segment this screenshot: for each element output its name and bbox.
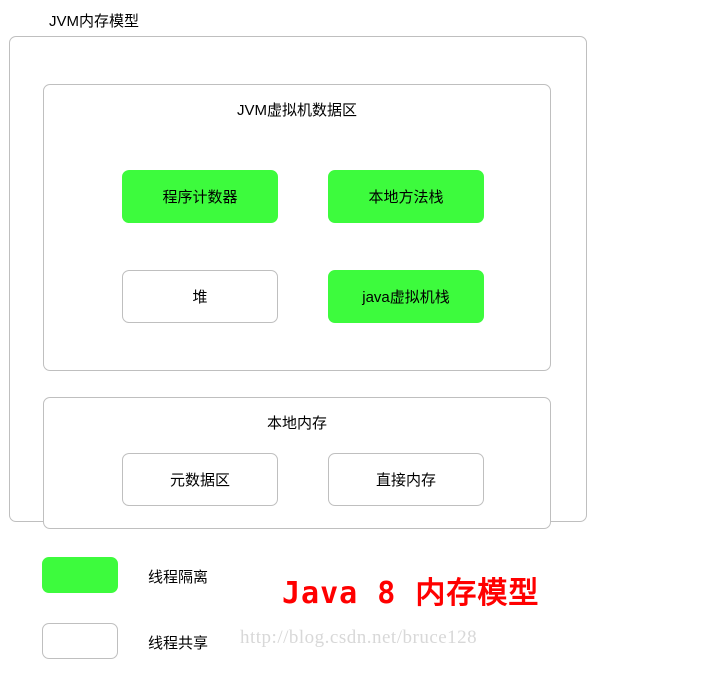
page-title: JVM内存模型 [49,13,140,30]
legend-swatch-thread-isolated [42,557,118,593]
legend-label-thread-shared: 线程共享 [148,635,209,652]
node-program-counter: 程序计数器 [122,170,278,223]
section-runtime-data-area: JVM虚拟机数据区 程序计数器 本地方法栈 堆 java虚拟机栈 [43,84,551,371]
jvm-memory-outer-box: JVM虚拟机数据区 程序计数器 本地方法栈 堆 java虚拟机栈 本地内存 元数… [9,36,587,529]
node-direct-memory: 直接内存 [328,453,484,506]
node-java-vm-stack: java虚拟机栈 [328,270,484,323]
node-heap: 堆 [122,270,278,323]
watermark-text: http://blog.csdn.net/bruce128 [240,627,478,648]
legend-label-thread-isolated: 线程隔离 [148,569,209,586]
section-title-runtime-data-area: JVM虚拟机数据区 [236,102,357,119]
section-native-memory: 本地内存 元数据区 直接内存 [43,397,551,529]
diagram-caption: Java 8 内存模型 [282,576,540,611]
section-title-native-memory: 本地内存 [266,415,327,432]
node-metaspace: 元数据区 [122,453,278,506]
legend-swatch-thread-shared [42,623,118,659]
node-native-method-stack: 本地方法栈 [328,170,484,223]
